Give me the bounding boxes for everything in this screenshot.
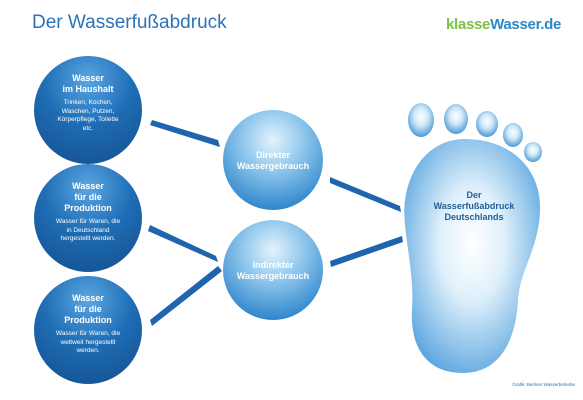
footprint-toe-3 <box>476 111 498 137</box>
source-detail: Wasser für Waren, die in Deutschland her… <box>55 218 121 242</box>
logo-part-domain: .de <box>540 16 562 33</box>
source-text-produktion-deutschland: Wasser für die Produktion Wasser für War… <box>43 181 133 244</box>
usage-circle-direkt <box>223 110 323 210</box>
source-text-produktion-weltweit: Wasser für die Produktion Wasser für War… <box>43 293 133 356</box>
connector-produktion-de-indirekt <box>148 225 218 262</box>
footprint-toe-4 <box>503 123 523 147</box>
source-title: Wasser für die Produktion <box>64 181 112 213</box>
source-detail: Wasser für Waren, die weltweit hergestel… <box>55 330 121 354</box>
usage-text-direkt: Direkter Wassergebrauch <box>236 150 310 171</box>
usage-text-indirekt: Indirekter Wassergebrauch <box>236 260 310 281</box>
source-text-haushalt: Wasser im Haushalt Trinken, Kochen, Wasc… <box>43 73 133 133</box>
source-circle-haushalt <box>34 56 142 164</box>
connector-indirekt-footprint <box>330 236 403 267</box>
logo-part-klasse: klasse <box>446 16 491 33</box>
footprint-toe-2 <box>444 104 468 134</box>
connector-haushalt-direkt <box>150 120 220 147</box>
connector-direkt-footprint <box>330 177 401 212</box>
source-circle-produktion-weltweit <box>34 276 142 384</box>
source-circle-produktion-deutschland <box>34 164 142 272</box>
logo[interactable]: klasseWasser.de <box>446 16 561 33</box>
page-title: Der Wasserfußabdruck <box>32 12 227 33</box>
source-title: Wasser im Haushalt <box>62 73 114 94</box>
source-detail: Trinken, Kochen, Waschen, Putzen, Körper… <box>57 99 119 132</box>
source-title: Wasser für die Produktion <box>64 293 112 325</box>
footprint-toe-1 <box>408 103 434 137</box>
logo-part-wasser: Wasser <box>490 16 541 33</box>
footprint-sole <box>404 139 541 373</box>
connector-produktion-weltweit-indirekt <box>150 266 222 326</box>
credit-text: Grafik: Berliner Wasserbetriebe <box>512 382 575 387</box>
footprint-label: Der Wasserfußabdruck Deutschlands <box>433 190 515 222</box>
usage-circle-indirekt <box>223 220 323 320</box>
footprint-toe-5 <box>524 142 542 162</box>
